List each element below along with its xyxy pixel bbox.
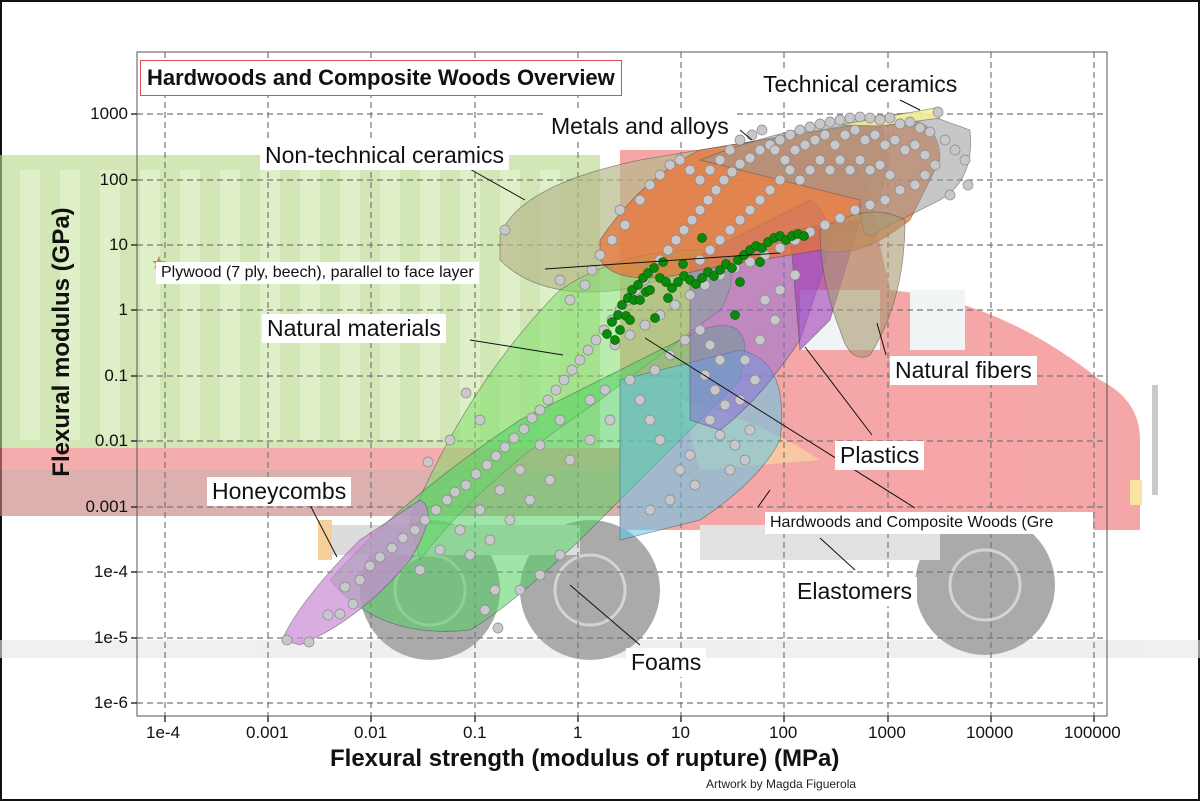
label-metals-and-alloys: Metals and alloys (546, 112, 734, 141)
x-tick-label: 1000 (868, 723, 906, 742)
label-hardwoods-composite-woods: Hardwoods and Composite Woods (Gre (765, 512, 1093, 534)
axes-frame (136, 51, 1108, 717)
label-natural-materials: Natural materials (262, 314, 446, 343)
y-tick-label: 0.1 (104, 366, 128, 385)
x-tick-label: 0.01 (354, 723, 388, 742)
label-elastomers: Elastomers (792, 577, 918, 606)
leader-lines (309, 99, 921, 646)
label-technical-ceramics: Technical ceramics (758, 70, 963, 99)
y-tick-label: 1e-6 (93, 693, 128, 712)
y-axis-title: Flexural modulus (GPa) (48, 207, 75, 477)
label-natural-fibers: Natural fibers (890, 356, 1037, 385)
label-plywood: Plywood (7 ply, beech), parallel to face… (156, 262, 479, 284)
x-tick-label: 10 (671, 723, 690, 742)
scatter-hardwoods (602, 229, 809, 345)
region-natural-fibers (819, 211, 906, 358)
y-tick-label: 10 (109, 235, 128, 254)
y-tick-label: 1 (118, 300, 128, 319)
x-tick-label: 1 (573, 723, 583, 742)
x-tick-label: 10000 (966, 723, 1014, 742)
artwork-credit: Artwork by Magda Figuerola (706, 777, 857, 791)
y-tick-label: 1000 (90, 104, 128, 123)
scatter-other-materials (281, 106, 974, 648)
x-tick-label: 100000 (1064, 723, 1121, 742)
x-tick-label: 0.1 (463, 723, 487, 742)
x-axis-title: Flexural strength (modulus of rupture) (… (330, 745, 840, 772)
chart-title: Hardwoods and Composite Woods Overview (140, 60, 622, 96)
label-non-technical-ceramics: Non-technical ceramics (260, 141, 510, 170)
label-plastics: Plastics (835, 441, 925, 470)
x-tick-label: 1e-4 (146, 723, 181, 742)
y-tick-label: 1e-5 (93, 628, 128, 647)
axis-ticks (131, 113, 1095, 722)
label-honeycombs: Honeycombs (207, 477, 352, 506)
y-tick-label: 0.01 (94, 431, 128, 450)
x-tick-label: 0.001 (246, 723, 289, 742)
y-tick-label: 1e-4 (93, 562, 128, 581)
y-tick-label: 100 (99, 170, 128, 189)
x-tick-label: 100 (769, 723, 798, 742)
y-tick-label: 0.001 (85, 497, 128, 516)
label-foams: Foams (626, 648, 707, 677)
